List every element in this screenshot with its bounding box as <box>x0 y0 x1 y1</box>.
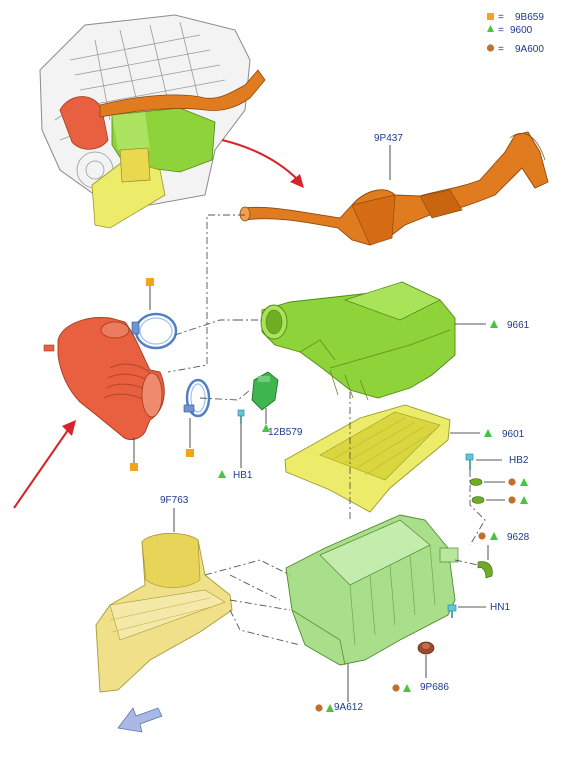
label-HB1: HB1 <box>233 470 253 481</box>
legend: = 9B659 = 9600 = 9A600 <box>486 12 544 55</box>
triangle-marker-icon <box>490 532 498 540</box>
legend-code-1: 9B659 <box>515 12 544 23</box>
part-12B579-sensor <box>251 371 279 411</box>
square-marker-icon <box>146 278 154 286</box>
label-9628: 9628 <box>507 532 530 543</box>
legend-eq-1: = <box>498 12 504 23</box>
engine-overview <box>39 14 266 229</box>
triangle-marker-icon <box>487 25 494 32</box>
part-9601-filter <box>284 404 451 513</box>
part-HN1-nut <box>447 604 457 618</box>
triangle-marker-icon <box>520 496 528 504</box>
part-9661-airbox-cover <box>260 281 456 401</box>
label-9661: 9661 <box>507 320 530 331</box>
label-9P437: 9P437 <box>374 133 403 144</box>
red-callout-arrow-icon <box>13 420 76 509</box>
legend-code-3: 9A600 <box>515 44 544 55</box>
clamp-lower <box>183 378 211 418</box>
circle-marker-icon <box>486 44 495 52</box>
clamp-upper <box>131 312 178 350</box>
part-9P437-duct <box>239 131 549 246</box>
triangle-marker-icon <box>490 320 498 328</box>
square-marker-icon <box>487 13 494 20</box>
label-HB2: HB2 <box>509 455 529 466</box>
part-9628-clip <box>477 561 493 579</box>
circle-marker-icon <box>315 704 323 712</box>
circle-marker-icon <box>508 478 516 486</box>
square-marker-icon <box>186 449 194 457</box>
part-HB2-fasteners <box>465 453 485 504</box>
label-HN1: HN1 <box>490 602 510 613</box>
triangle-marker-icon <box>520 478 528 486</box>
legend-eq-3: = <box>498 44 504 55</box>
airflow-direction-arrow-icon <box>117 707 163 733</box>
part-HB1-bolt <box>237 409 245 424</box>
triangle-marker-icon <box>484 429 492 437</box>
square-marker-icon <box>130 463 138 471</box>
part-9F763-intake <box>95 532 233 693</box>
label-9601: 9601 <box>502 429 525 440</box>
triangle-marker-icon <box>403 684 411 692</box>
label-9F763: 9F763 <box>160 495 189 506</box>
circle-marker-icon <box>478 532 486 540</box>
triangle-marker-icon <box>218 470 226 478</box>
red-callout-arrow-icon <box>221 139 304 188</box>
part-9P686-grommet <box>417 641 435 655</box>
assembly-lines <box>167 214 486 646</box>
legend-code-2: 9600 <box>510 25 533 36</box>
part-9A612-housing <box>285 514 459 666</box>
triangle-marker-icon <box>326 704 334 712</box>
circle-marker-icon <box>392 684 400 692</box>
label-9P686: 9P686 <box>420 682 449 693</box>
triangle-marker-icon <box>262 424 270 432</box>
circle-marker-icon <box>508 496 516 504</box>
label-12B579: 12B579 <box>268 427 303 438</box>
label-9A612: 9A612 <box>334 702 363 713</box>
part-resonator <box>43 317 165 440</box>
legend-eq-2: = <box>498 25 504 36</box>
